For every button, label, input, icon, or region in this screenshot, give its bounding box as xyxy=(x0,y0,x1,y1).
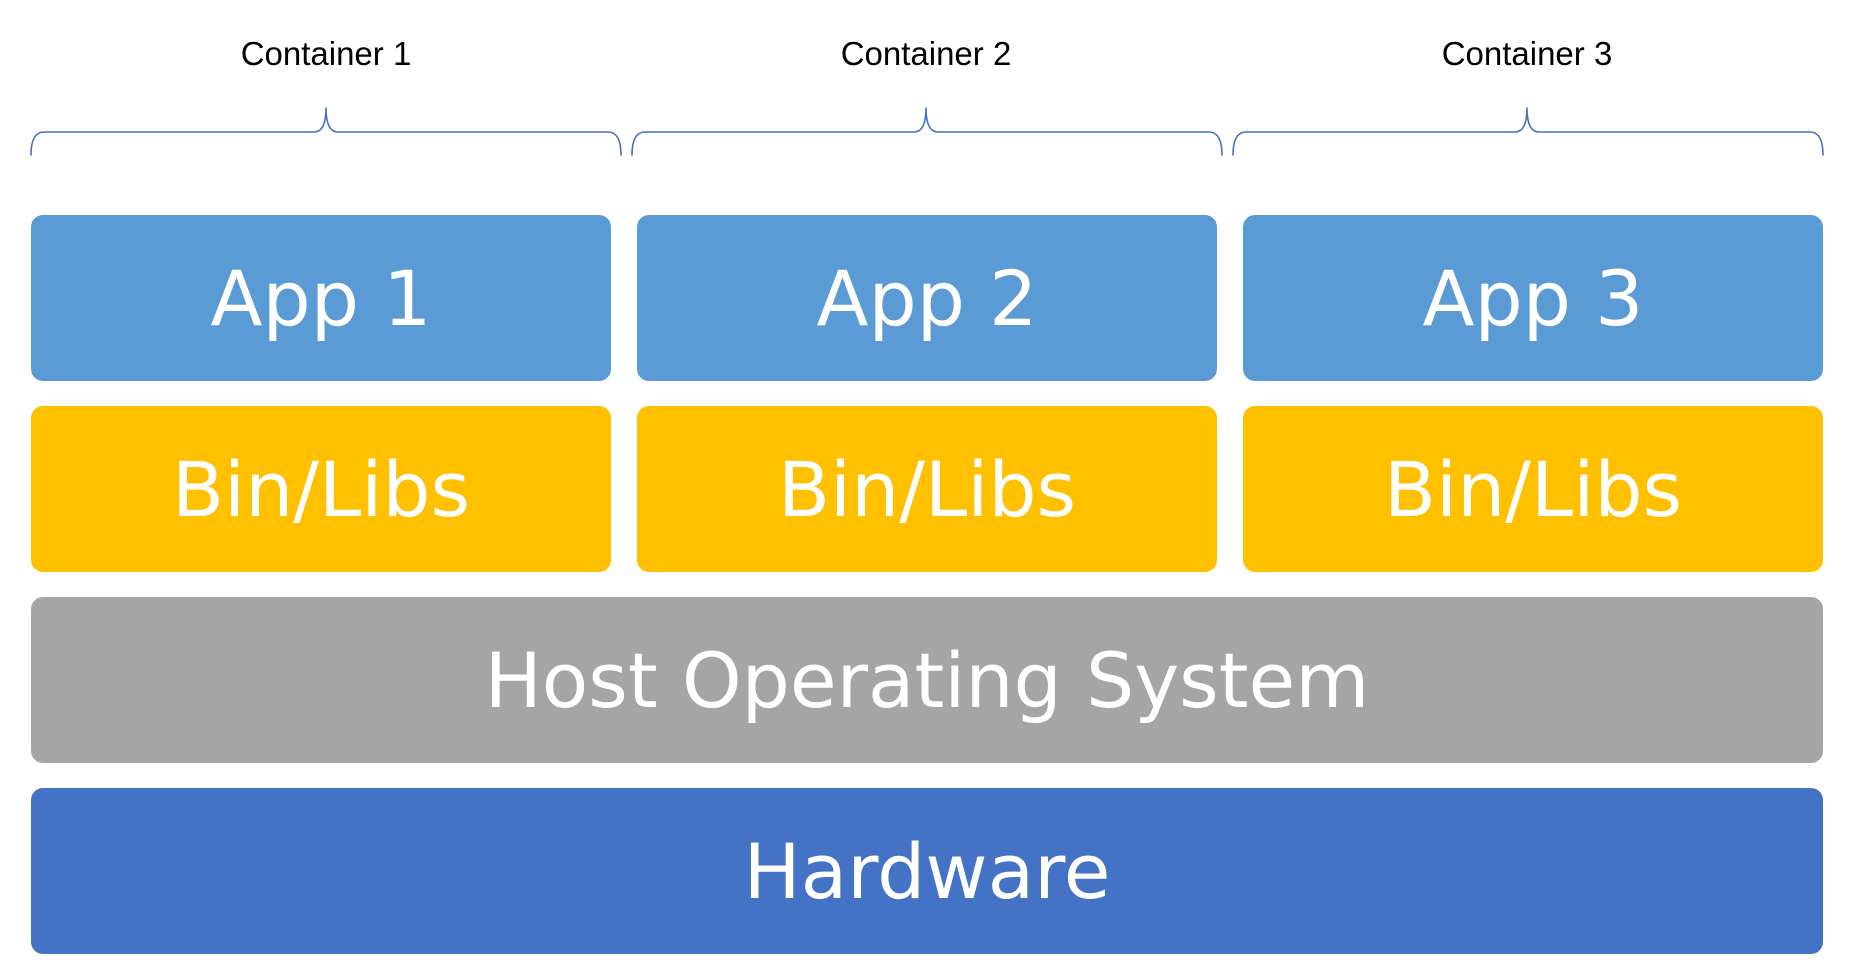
libs-2-label: Bin/Libs xyxy=(777,444,1077,534)
container-1-label: Container 1 xyxy=(240,35,412,72)
libs-2-box: Bin/Libs xyxy=(637,406,1217,572)
container-2-label: Container 2 xyxy=(840,35,1012,72)
host-os-box: Host Operating System xyxy=(31,597,1823,763)
app-3-label: App 3 xyxy=(1422,253,1644,343)
hardware-box: Hardware xyxy=(31,788,1823,954)
app-1-label: App 1 xyxy=(210,253,432,343)
container-2-brace xyxy=(631,107,1223,156)
libs-1-box: Bin/Libs xyxy=(31,406,611,572)
container-1-brace xyxy=(30,107,622,156)
container-3-label: Container 3 xyxy=(1441,35,1613,72)
hardware-label: Hardware xyxy=(743,826,1111,916)
libs-3-box: Bin/Libs xyxy=(1243,406,1823,572)
container-3-brace xyxy=(1232,107,1824,156)
container-braces xyxy=(30,107,1824,156)
libs-3-label: Bin/Libs xyxy=(1383,444,1683,534)
libs-1-label: Bin/Libs xyxy=(171,444,471,534)
app-2-box: App 2 xyxy=(637,215,1217,381)
app-3-box: App 3 xyxy=(1243,215,1823,381)
app-2-label: App 2 xyxy=(816,253,1038,343)
app-1-box: App 1 xyxy=(31,215,611,381)
host-os-label: Host Operating System xyxy=(484,635,1370,725)
